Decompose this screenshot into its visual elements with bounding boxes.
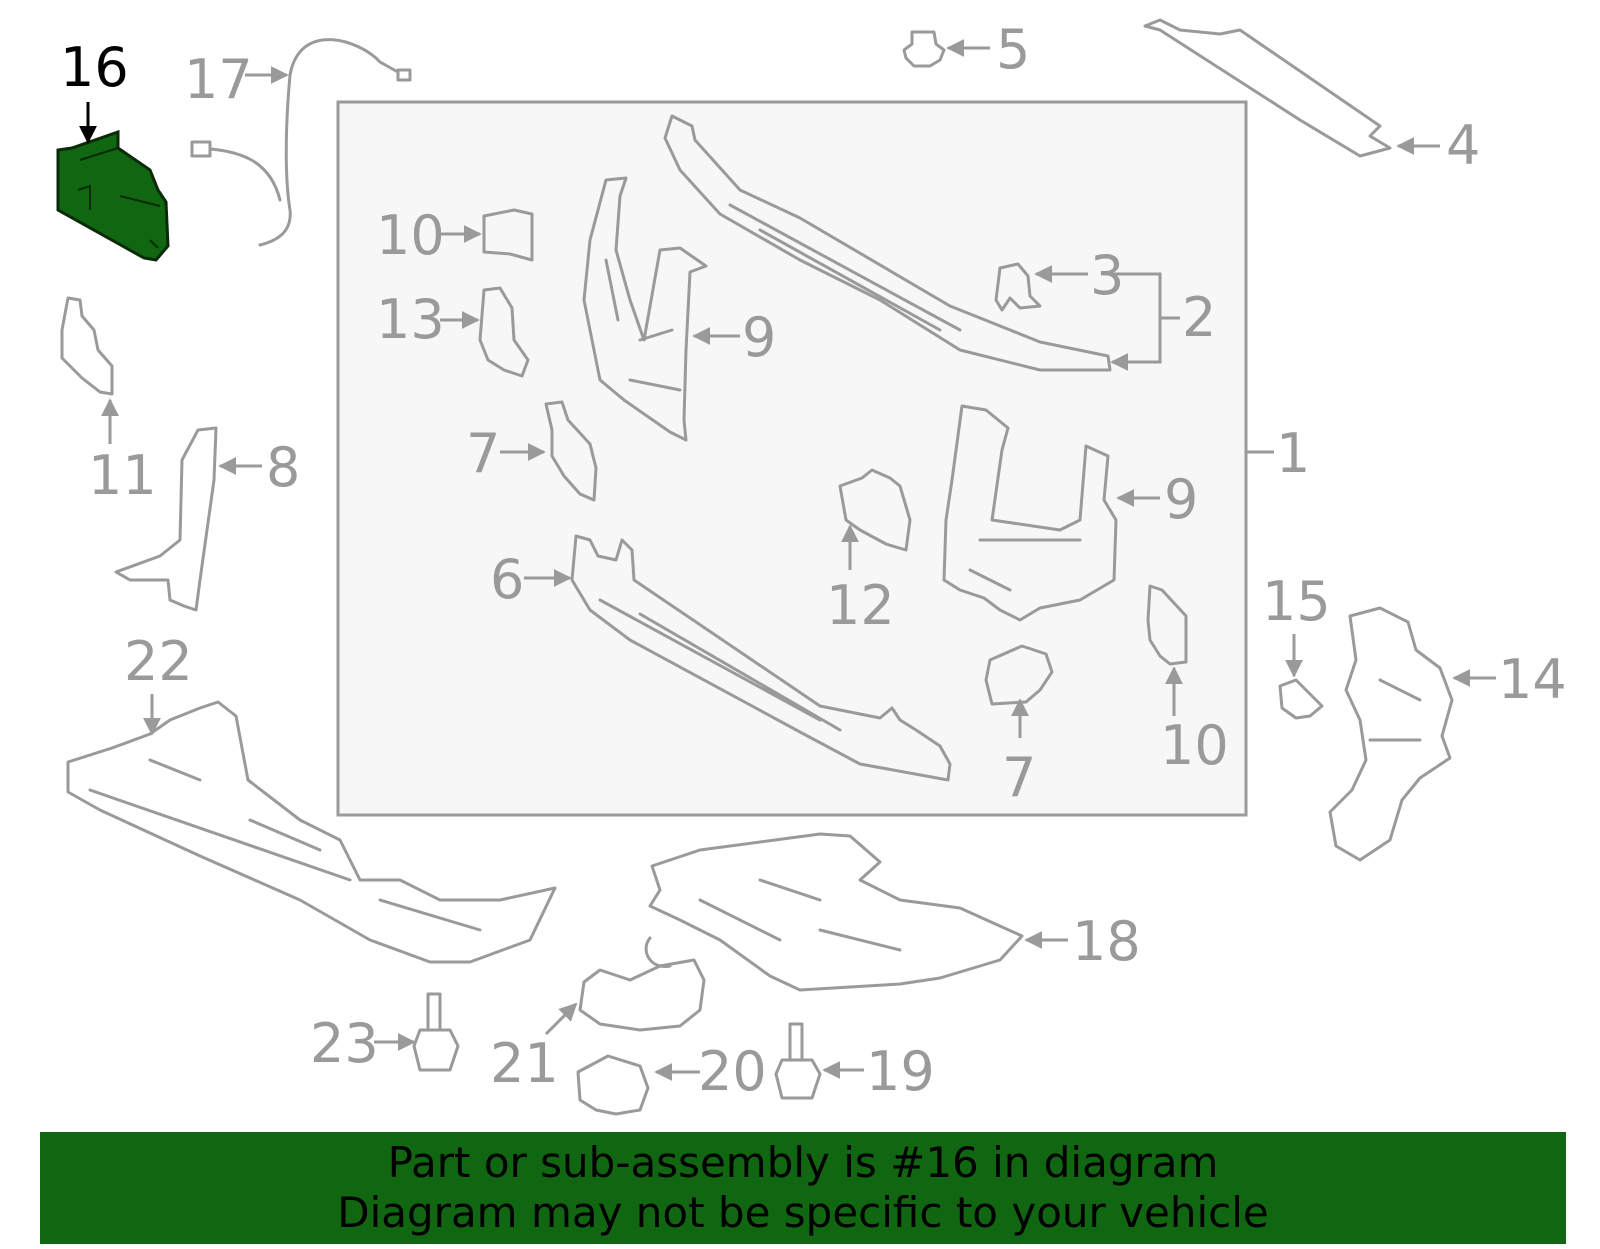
callout-3: 3 <box>1090 244 1124 307</box>
part-11-bracket <box>60 296 114 396</box>
callout-10-lower: 10 <box>1160 714 1229 777</box>
callout-14: 14 <box>1498 648 1567 711</box>
assembly-box <box>336 100 1248 817</box>
callout-7-upper: 7 <box>466 422 500 485</box>
part-10-cover <box>482 208 534 262</box>
callout-10-upper: 10 <box>376 204 445 267</box>
callout-19: 19 <box>866 1040 935 1103</box>
callout-9-left: 9 <box>742 306 776 369</box>
part-15-clip <box>1278 678 1324 720</box>
part-17-harness <box>190 38 412 247</box>
callout-5: 5 <box>996 18 1030 81</box>
part-10-cover-lower <box>1146 584 1188 666</box>
callout-11: 11 <box>88 444 157 507</box>
part-13-bracket <box>478 286 530 378</box>
part-5-clip <box>902 30 946 68</box>
callout-2: 2 <box>1182 286 1216 349</box>
callout-18: 18 <box>1072 910 1141 973</box>
callout-1: 1 <box>1276 422 1310 485</box>
part-16-module <box>56 129 170 262</box>
part-19-bolt <box>774 1022 822 1100</box>
callout-17: 17 <box>184 48 253 111</box>
callout-7-lower: 7 <box>1002 746 1036 809</box>
part-7-bracket-left <box>544 400 598 502</box>
part-3-bracket <box>994 262 1042 312</box>
info-banner: Part or sub-assembly is #16 in diagram D… <box>40 1132 1566 1244</box>
part-22-under-cover <box>66 700 557 964</box>
callout-12: 12 <box>826 574 895 637</box>
part-6-lower-support <box>570 534 952 782</box>
callout-13: 13 <box>376 288 445 351</box>
callout-20: 20 <box>698 1040 767 1103</box>
part-9-side-panel-right <box>942 404 1118 622</box>
part-2-upper-support <box>663 114 1112 372</box>
callout-22: 22 <box>124 630 193 693</box>
callout-23: 23 <box>310 1012 379 1075</box>
callout-9-right: 9 <box>1164 468 1198 531</box>
banner-line-1: Part or sub-assembly is #16 in diagram <box>387 1138 1219 1187</box>
part-21-bracket <box>578 958 706 1032</box>
part-14-deflector <box>1328 606 1454 862</box>
callout-8: 8 <box>266 436 300 499</box>
part-23-bolt <box>412 992 460 1072</box>
callout-16: 16 <box>60 36 129 99</box>
part-4-seal-strip <box>1143 18 1392 158</box>
part-9-side-panel-left <box>582 176 708 442</box>
callout-4: 4 <box>1446 114 1480 177</box>
callout-6: 6 <box>490 548 524 611</box>
banner-line-2: Diagram may not be specific to your vehi… <box>337 1188 1269 1237</box>
part-7-bracket-right <box>984 644 1054 706</box>
part-20-bracket <box>576 1054 650 1116</box>
part-18-engine-cover <box>648 832 1024 992</box>
callout-21: 21 <box>490 1032 559 1095</box>
leader-21 <box>544 1002 578 1036</box>
callout-15: 15 <box>1262 570 1331 633</box>
part-8-side-member <box>114 426 218 612</box>
